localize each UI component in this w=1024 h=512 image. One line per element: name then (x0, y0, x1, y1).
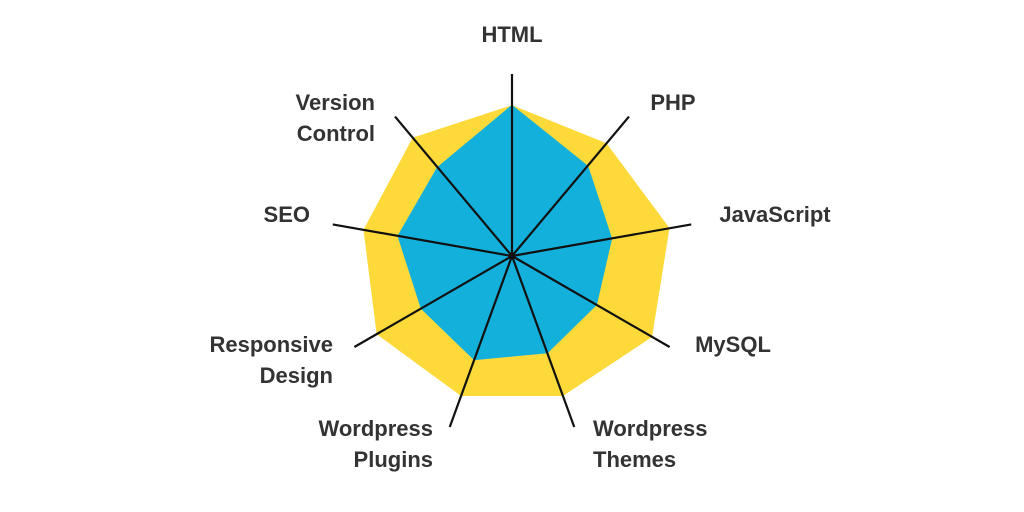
radar-center-dot (509, 253, 515, 259)
axis-label-javascript: JavaScript (719, 202, 831, 227)
radar-axis-line (510, 255, 576, 428)
axis-label-html: HTML (481, 22, 542, 47)
radar-axes-layer (332, 74, 692, 428)
radar-axis-line (511, 115, 630, 257)
radar-axis-line (332, 223, 513, 258)
axis-label-seo: SEO (264, 202, 310, 227)
radar-axis-line (511, 223, 692, 258)
axis-label-php: PHP (650, 90, 695, 115)
axis-label-mysql: MySQL (695, 332, 771, 357)
radar-series-inner (397, 105, 613, 361)
radar-axis-line (511, 255, 671, 348)
radar-axis-line (448, 255, 514, 428)
radar-axis-line (394, 115, 513, 257)
radar-axis-line (353, 255, 513, 348)
